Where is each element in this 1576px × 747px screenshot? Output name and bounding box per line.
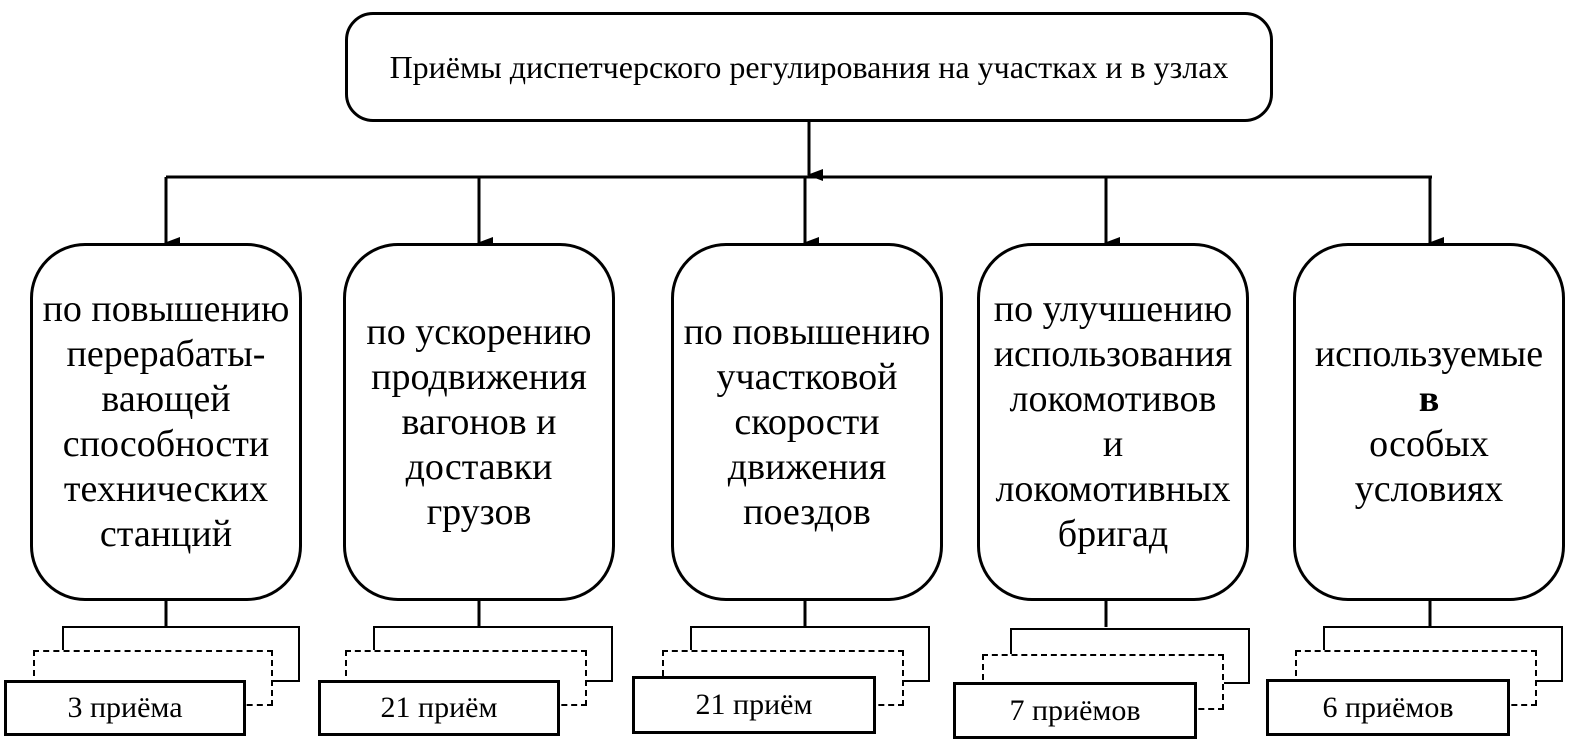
category-line: особых (1369, 423, 1489, 465)
category-node-3: по повышению участковой скорости движени… (671, 243, 943, 601)
category-line: станций (99, 513, 233, 555)
category-line: вагонов и (401, 400, 557, 443)
count-label: 21 приём (380, 691, 498, 724)
category-line: использования (993, 333, 1233, 375)
category-line: по повышению (42, 288, 290, 330)
category-line: поездов (743, 490, 871, 533)
category-line: перерабаты- (66, 333, 266, 375)
category-line: по ускорению (366, 310, 592, 353)
category-line: участковой (716, 355, 898, 398)
count-label: 21 приём (695, 688, 813, 721)
count-label: 3 приёма (67, 691, 183, 724)
category-line: технических (63, 468, 269, 510)
count-label: 7 приёмов (1009, 693, 1141, 727)
category-node-2: по ускорению продвижения вагонов и доста… (343, 243, 615, 601)
count-box-1: 3 приёма (4, 680, 246, 736)
count-label: 6 приёмов (1322, 690, 1454, 724)
root-title: Приёмы диспетчерского регулирования на у… (389, 48, 1229, 85)
count-box-2: 21 приём (318, 680, 560, 736)
category-line: бригад (1057, 513, 1169, 555)
category-line: по повышению (683, 310, 931, 353)
category-line: условиях (1354, 468, 1504, 510)
category-node-1: по повышению перерабаты- вающей способно… (30, 243, 302, 601)
category-node-5: используемые в особых условиях (1293, 243, 1565, 601)
category-line: локомотивных (995, 468, 1231, 510)
count-box-3: 21 приём (632, 676, 876, 734)
category-line: способности (62, 423, 270, 465)
count-box-5: 6 приёмов (1266, 679, 1510, 736)
category-node-4: по улучшению использования локомотивов и… (977, 243, 1249, 601)
category-line: и (1102, 423, 1124, 465)
category-line: вающей (101, 378, 231, 420)
category-line: продвижения (371, 355, 587, 398)
category-line: локомотивов (1009, 378, 1217, 420)
category-line: по улучшению (993, 288, 1233, 330)
count-box-4: 7 приёмов (953, 682, 1197, 739)
category-line: в (1418, 378, 1440, 420)
category-line: используемые (1314, 333, 1544, 375)
category-line: скорости (734, 400, 880, 443)
category-line: движения (727, 445, 887, 488)
root-node: Приёмы диспетчерского регулирования на у… (345, 12, 1273, 122)
category-line: грузов (426, 490, 532, 533)
category-line: доставки (405, 445, 553, 488)
